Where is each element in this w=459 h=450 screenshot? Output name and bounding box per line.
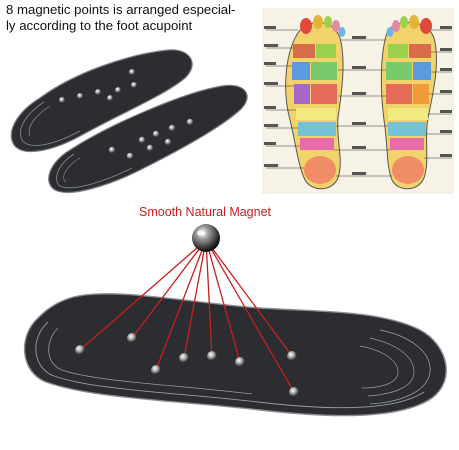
magnet-dot xyxy=(289,387,299,397)
left-foot-map xyxy=(285,15,346,190)
insole-front xyxy=(48,84,248,194)
insole-pair xyxy=(10,49,248,194)
foot-reflexology-chart-icon xyxy=(262,8,454,194)
top-caption: 8 magnetic points is arranged especial- … xyxy=(6,2,261,34)
magnet-dot xyxy=(235,357,245,367)
chart-label-stubs xyxy=(264,26,452,175)
magnet-dot xyxy=(287,351,297,361)
top-caption-line-1: 8 magnetic points is arranged especial- xyxy=(6,2,236,17)
magnet-ball-icon xyxy=(192,224,220,252)
right-foot-map xyxy=(380,15,437,190)
insole-back-magnets xyxy=(59,69,137,103)
magnet-dot xyxy=(179,353,189,363)
magnet-caption: Smooth Natural Magnet xyxy=(139,205,272,219)
magnet-dot xyxy=(75,345,85,355)
magnet-rays xyxy=(79,239,295,393)
insole-front-magnets xyxy=(108,118,194,160)
magnet-dot xyxy=(151,365,161,375)
insole-back xyxy=(10,49,193,153)
large-insole xyxy=(23,293,447,417)
magnet-dot xyxy=(207,351,217,361)
large-insole-magnets xyxy=(75,333,299,397)
chart-leader-lines xyxy=(266,29,452,177)
top-caption-line-2: ly according to the foot acupoint xyxy=(6,18,193,33)
magnet-dot xyxy=(127,333,137,343)
